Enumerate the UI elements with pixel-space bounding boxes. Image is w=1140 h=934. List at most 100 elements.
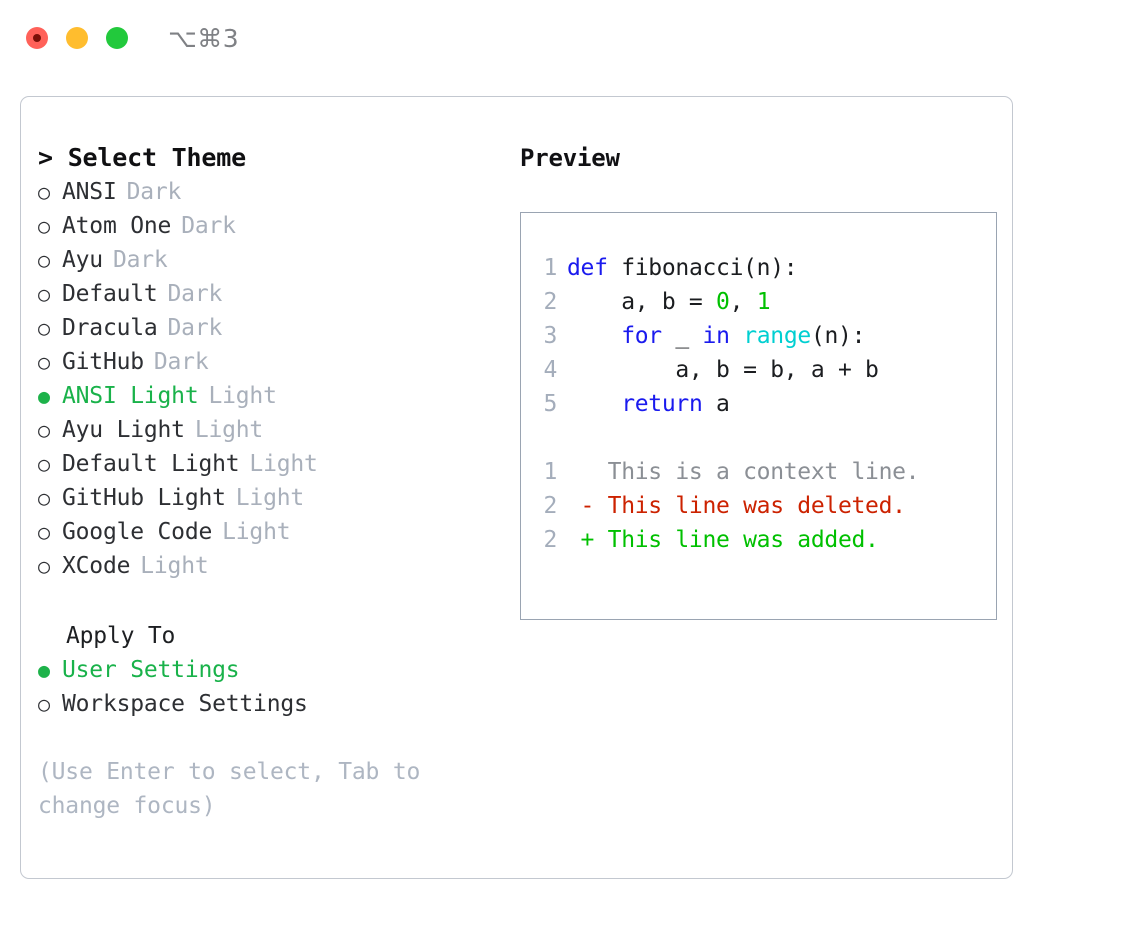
code-line-number: 5 [543, 391, 557, 417]
theme-option-google-code[interactable]: ○ Google Code Light [38, 515, 503, 549]
radio-selected-icon: ● [38, 658, 50, 682]
apply-to-list[interactable]: ● User Settings ○ Workspace Settings [38, 653, 503, 721]
theme-variant: Light [235, 485, 305, 511]
code-token: a, b = b, a + b [567, 357, 879, 383]
radio-unselected-icon: ○ [38, 452, 50, 476]
theme-option-default-light[interactable]: ○ Default Light Light [38, 447, 503, 481]
code-token: fibonacci(n): [621, 255, 798, 281]
code-token: a, b = [567, 289, 717, 315]
code-line-number: 1 [543, 255, 557, 281]
preview-label: Preview [520, 144, 620, 172]
close-button[interactable] [26, 27, 48, 49]
radio-unselected-icon: ○ [38, 282, 50, 306]
theme-name: ANSI [62, 179, 117, 205]
theme-option-ansi[interactable]: ○ ANSI Dark [38, 175, 503, 209]
radio-unselected-icon: ○ [38, 520, 50, 544]
theme-name: Atom One [62, 213, 172, 239]
code-line-text: return a [567, 387, 730, 421]
theme-variant: Light [140, 553, 209, 579]
diff-line: 2 + This line was added. [521, 523, 996, 557]
diff-line: 1 This is a context line. [521, 455, 996, 489]
theme-variant: Light [249, 451, 318, 477]
apply-to-heading: Apply To [66, 623, 176, 649]
radio-unselected-icon: ○ [38, 692, 50, 716]
radio-selected-icon: ● [38, 384, 50, 408]
radio-unselected-icon: ○ [38, 316, 50, 340]
code-line-number: 3 [543, 323, 557, 349]
diff-line-text: This is a context line. [567, 459, 920, 485]
diff-line-number: 1 [543, 459, 557, 485]
radio-unselected-icon: ○ [38, 180, 50, 204]
theme-option-default[interactable]: ○ Default Dark [38, 277, 503, 311]
page-title: > Select Theme [38, 143, 246, 172]
code-token: in [702, 323, 730, 349]
code-token [567, 323, 621, 349]
apply-to-option-user-settings[interactable]: ● User Settings [38, 653, 503, 687]
diff-preview: 1 This is a context line.2 - This line w… [521, 455, 996, 557]
code-token: , [729, 289, 757, 315]
code-token: range [743, 323, 811, 349]
radio-unselected-icon: ○ [38, 350, 50, 374]
diff-line-number: 2 [543, 527, 557, 553]
theme-name: Default Light [62, 451, 240, 477]
code-token [730, 323, 744, 349]
code-token: 0 [716, 289, 730, 315]
theme-name: Ayu [62, 247, 103, 273]
keyboard-hint-text: (Use Enter to select, Tab to change focu… [38, 759, 421, 819]
theme-variant: Light [194, 417, 264, 443]
theme-name: GitHub Light [62, 485, 226, 511]
theme-variant: Dark [153, 349, 209, 375]
theme-name: Dracula [62, 315, 158, 341]
theme-variant: Light [222, 519, 291, 545]
diff-line: 2 - This line was deleted. [521, 489, 996, 523]
window-controls [26, 27, 128, 49]
theme-variant: Dark [112, 247, 168, 273]
theme-name: Default [62, 281, 158, 307]
theme-variant: Dark [167, 315, 223, 341]
theme-option-dracula[interactable]: ○ Dracula Dark [38, 311, 503, 345]
apply-to-option-workspace-settings[interactable]: ○ Workspace Settings [38, 687, 503, 721]
theme-name: Google Code [62, 519, 213, 545]
code-line: 1 def fibonacci(n): [521, 251, 996, 285]
maximize-button[interactable] [106, 27, 128, 49]
apply-to-label: Workspace Settings [62, 691, 308, 717]
code-line: 2 a, b = 0, 1 [521, 285, 996, 319]
code-line-text: def fibonacci(n): [567, 251, 798, 285]
apply-to-label: User Settings [62, 657, 240, 683]
diff-line-text: - This line was deleted. [567, 493, 906, 519]
code-line: 5 return a [521, 387, 996, 421]
code-token: def [567, 255, 622, 281]
code-line: 3 for _ in range(n): [521, 319, 996, 353]
apply-to-section: Apply To ● User Settings ○ Workspace Settin… [38, 619, 503, 721]
theme-option-atom-one[interactable]: ○ Atom One Dark [38, 209, 503, 243]
code-line-number: 2 [543, 289, 557, 315]
theme-variant: Dark [181, 213, 236, 239]
code-token: (n): [810, 323, 866, 349]
code-token: _ [661, 323, 703, 349]
code-line-text: a, b = b, a + b [567, 353, 879, 387]
theme-name: Ayu Light [62, 417, 185, 443]
code-token: return [621, 391, 703, 417]
keyboard-shortcut-label: ⌥⌘3 [168, 23, 240, 53]
diff-line-text: + This line was added. [567, 527, 879, 553]
diff-line-number: 2 [543, 493, 557, 519]
theme-variant: Dark [167, 281, 223, 307]
radio-unselected-icon: ○ [38, 214, 50, 238]
code-token [567, 391, 621, 417]
radio-unselected-icon: ○ [38, 554, 50, 578]
minimize-button[interactable] [66, 27, 88, 49]
theme-variant: Dark [126, 179, 182, 205]
code-token: 1 [756, 289, 771, 315]
code-line-text: for _ in range(n): [567, 319, 865, 353]
